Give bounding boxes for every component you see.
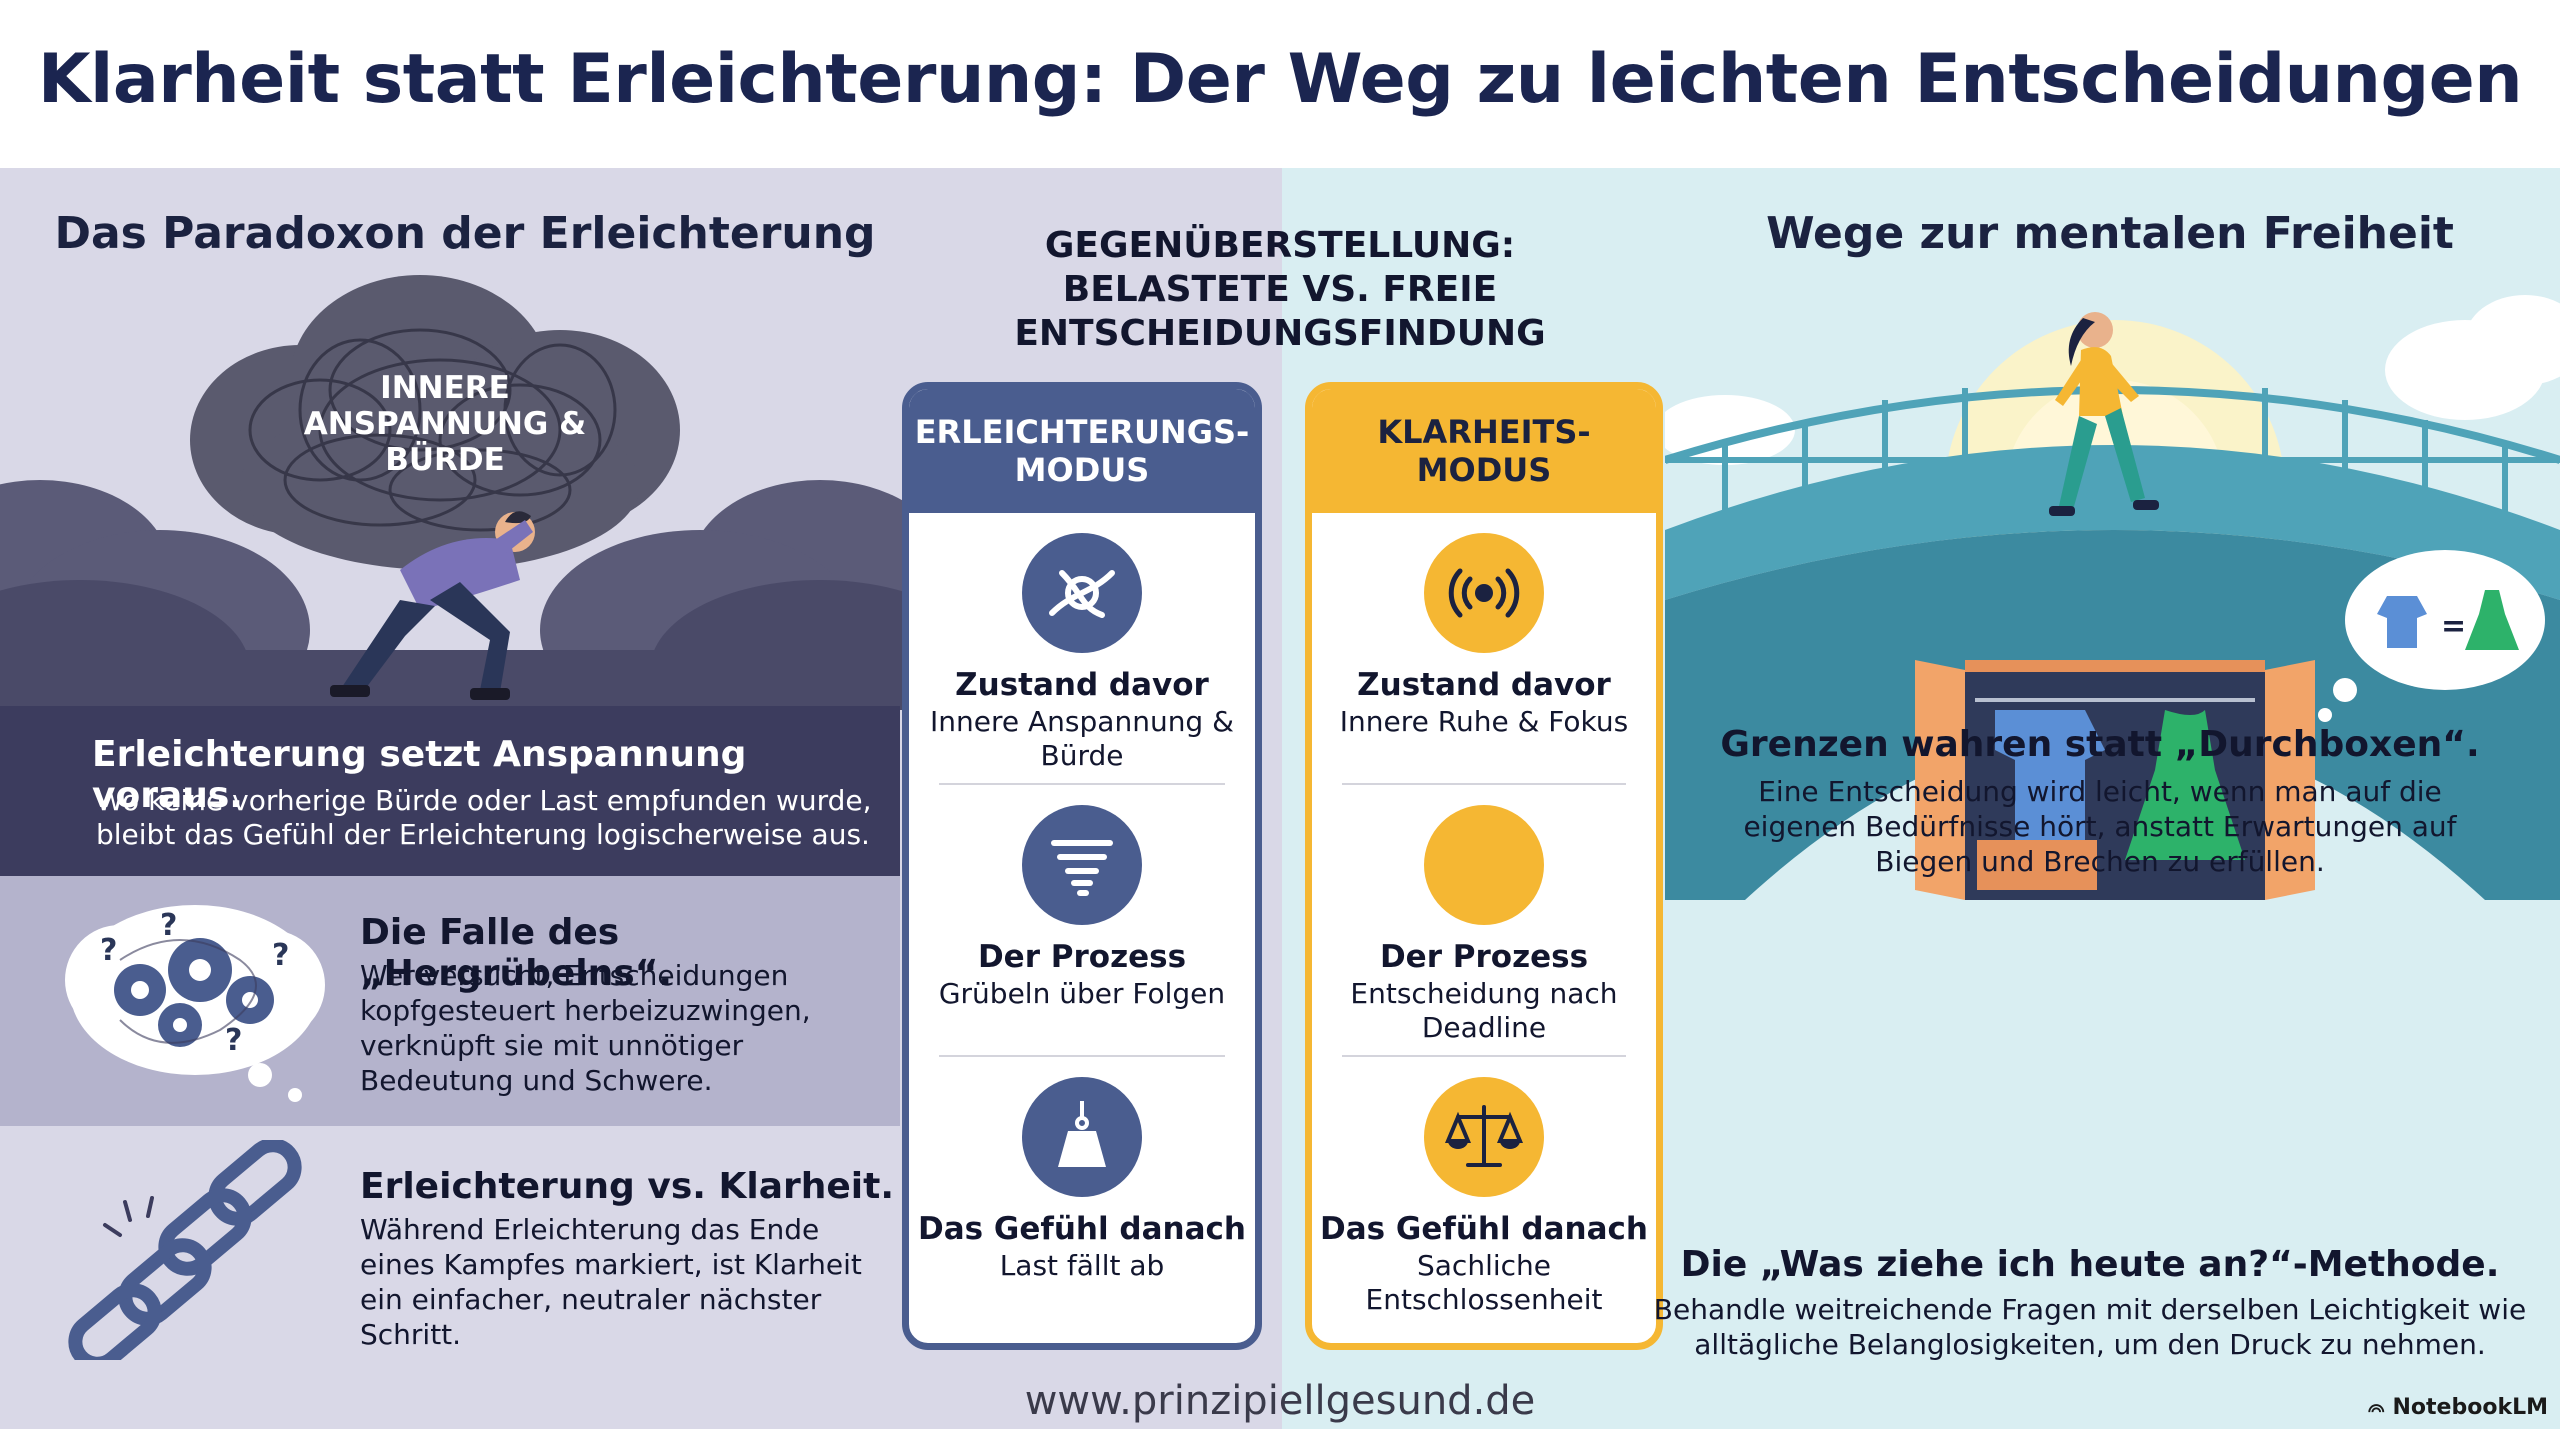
row-text: Innere Anspannung & Bürde [930,705,1234,772]
knot-icon [1022,533,1142,653]
row-title: Der Prozess [977,939,1187,975]
row-text: Entscheidung nach Deadline [1350,977,1618,1044]
overthinking-text: Wer versucht, Entscheidungen kopfgesteue… [360,959,811,1097]
svg-text:?: ? [160,908,177,943]
notebooklm-badge: NotebookLM [2368,1392,2548,1422]
row-title: Das Gefühl danach [1320,1211,1648,1247]
row-divider [939,1055,1225,1057]
row-text: Sachliche Entschlossenheit [1365,1249,1603,1316]
dark-band [0,706,900,876]
outfit-method-text: Behandle weitreichende Fragen mit dersel… [1653,1293,2527,1361]
boundaries-title: Grenzen wahren statt „Durchboxen“. [1720,724,2480,765]
comparison-heading: GEGENÜBERSTELLUNG: BELASTETE VS. FREIE E… [1014,225,1546,354]
svg-text:?: ? [272,938,289,973]
burdened-person [330,511,535,700]
clarity-mode-header: KLARHEITS-MODUS [1312,389,1656,513]
bridge-walker-illustration: = [1665,295,2560,900]
section-band [0,1126,900,1429]
relief-mode-card: ERLEICHTERUNGS-MODUS Zustand davor Inner… [902,382,1262,1350]
overthinking-title: Die Falle des „Hergrübelns“. [360,912,673,994]
row-title: Zustand davor [1357,667,1611,703]
row-divider [939,783,1225,785]
card-row: Das Gefühl danach Sachliche Entschlossen… [1312,1057,1656,1329]
outfit-method-title: Die „Was ziehe ich heute an?“-Methode. [1680,1244,2500,1285]
storm-burden-illustration [0,275,930,710]
footer-url[interactable]: www.prinzipiellgesund.de [1024,1378,1536,1424]
broken-chain-icon [68,1140,302,1360]
notebooklm-logo-icon [2368,1404,2385,1413]
scales-icon [1424,1077,1544,1197]
calm-waves-icon [1424,533,1544,653]
walking-woman [2049,312,2159,516]
card-row: Der Prozess Grübeln über Folgen [909,785,1255,1057]
card-row: Zustand davor Innere Ruhe & Fokus [1312,513,1656,785]
left-heading: Das Paradoxon der Erleichterung [54,208,876,259]
right-heading: Wege zur mentalen Freiheit [1766,208,2454,259]
card-row: Der Prozess Entscheidung nach Deadline [1312,785,1656,1057]
empty-circle-icon [1424,805,1544,925]
row-text: Innere Ruhe & Fokus [1339,705,1629,738]
clarity-mode-card: KLARHEITS-MODUS Zustand davor Innere Ruh… [1305,382,1663,1350]
relief-premise-text: Wo keine vorherige Bürde oder Last empfu… [96,784,872,851]
svg-text:=: = [2441,609,2466,644]
row-title: Das Gefühl danach [918,1211,1246,1247]
row-text: Last fällt ab [999,1249,1165,1282]
card-row: Zustand davor Innere Anspannung & Bürde [909,513,1255,785]
overthinking-cloud-icon: ? ? ? ? [65,905,325,1102]
svg-text:?: ? [100,933,117,968]
row-title: Der Prozess [1379,939,1589,975]
wardrobe [1915,660,2315,900]
tornado-icon [1022,805,1142,925]
svg-text:?: ? [225,1023,242,1058]
row-divider [1342,1055,1626,1057]
weight-icon [1022,1077,1142,1197]
boundaries-text: Eine Entscheidung wird leicht, wenn man … [1743,775,2457,878]
header-band [0,0,2560,168]
row-divider [1342,783,1626,785]
relief-mode-header: ERLEICHTERUNGS-MODUS [909,389,1255,513]
storm-label: INNERE ANSPANNUNG & BÜRDE [303,370,587,478]
relief-vs-clarity-text: Während Erleichterung das Ende eines Kam… [360,1213,862,1351]
relief-vs-clarity-title: Erleichterung vs. Klarheit. [360,1166,895,1207]
row-text: Grübeln über Folgen [938,977,1226,1010]
card-row: Das Gefühl danach Last fällt ab [909,1057,1255,1329]
outfit-thought-bubble: = [2318,550,2545,722]
row-title: Zustand davor [955,667,1209,703]
page-title: Klarheit statt Erleichterung: Der Weg zu… [37,40,2523,119]
relief-premise-title: Erleichterung setzt Anspannung voraus. [92,734,747,816]
notebooklm-label: NotebookLM [2392,1394,2548,1420]
